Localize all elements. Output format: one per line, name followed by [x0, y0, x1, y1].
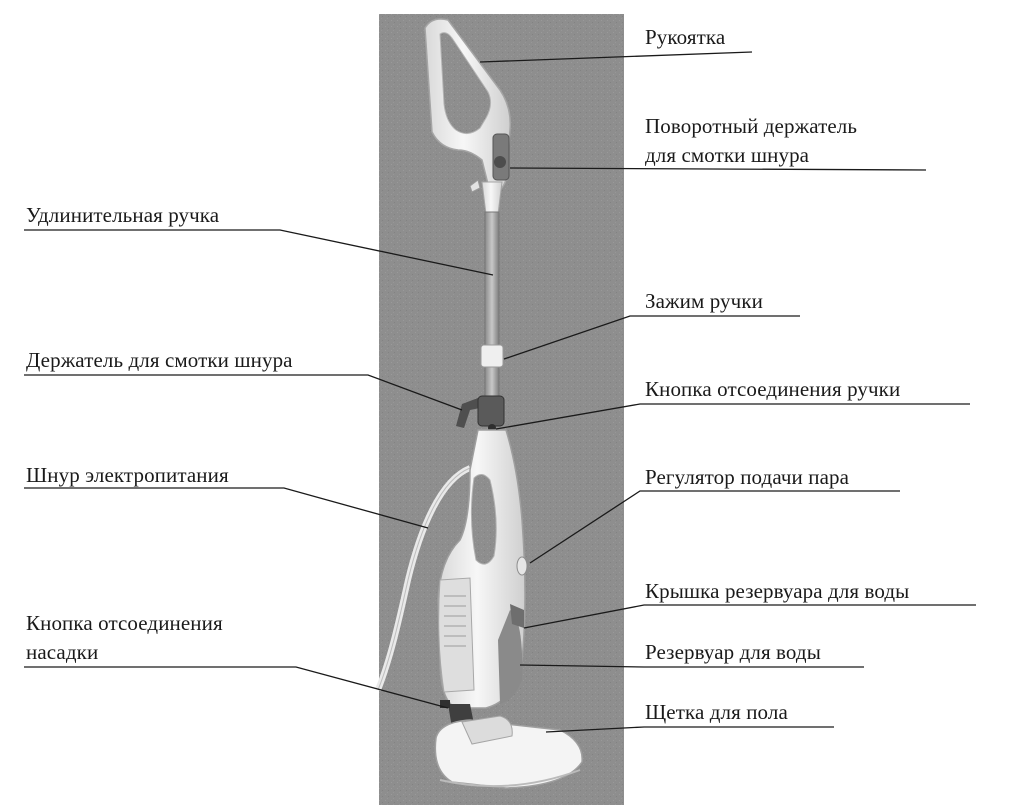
label-floor-brush: Щетка для пола	[645, 700, 788, 724]
label-steam-regulator: Регулятор подачи пара	[645, 465, 850, 489]
attachment-release-button	[440, 700, 450, 708]
water-tank-cap	[510, 604, 524, 628]
leader-handle-release	[495, 403, 970, 430]
leader-floor-brush	[545, 726, 834, 733]
leader-power-cord	[24, 487, 429, 529]
label-rotary-holder-line2: для смотки шнура	[645, 143, 810, 167]
label-handle-clamp: Зажим ручки	[645, 289, 763, 313]
label-attachment-release-line2: насадки	[26, 640, 99, 664]
label-water-tank: Резервуар для воды	[645, 640, 821, 664]
leader-handle-clamp	[503, 315, 800, 360]
leader-rotary-holder	[509, 167, 927, 171]
leader-extension-handle	[24, 229, 494, 276]
label-handle-release-button: Кнопка отсоединения ручки	[645, 377, 901, 401]
label-rotary-holder-line1: Поворотный держатель	[645, 114, 858, 138]
label-handle: Рукоятка	[645, 25, 726, 49]
leader-tank-cap	[523, 604, 976, 629]
cord-holder	[456, 395, 505, 432]
main-body	[437, 429, 528, 709]
handle-clamp	[480, 344, 504, 368]
floor-brush	[434, 715, 583, 789]
label-cord-holder: Держатель для смотки шнура	[26, 348, 293, 372]
rotary-holder-knob	[494, 156, 506, 168]
label-power-cord: Шнур электропитания	[26, 463, 229, 487]
leader-lines	[24, 51, 976, 733]
label-extension-handle: Удлинительная ручка	[26, 203, 220, 227]
steam-regulator	[516, 556, 528, 576]
leader-handle	[479, 51, 753, 63]
leader-water-tank	[519, 664, 864, 668]
water-tank	[498, 610, 523, 704]
label-attachment-release-line1: Кнопка отсоединения	[26, 611, 223, 635]
leader-attachment-release	[24, 666, 449, 709]
handle	[424, 18, 512, 194]
leader-steam-regulator	[529, 490, 900, 564]
label-tank-cap: Крышка резервуара для воды	[645, 579, 910, 603]
extension-rod	[484, 211, 500, 413]
leader-cord-holder	[24, 374, 463, 411]
